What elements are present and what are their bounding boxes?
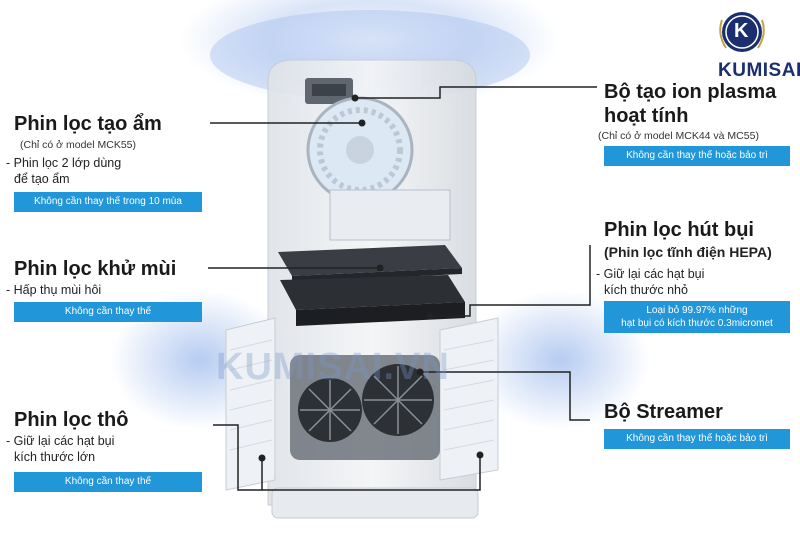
humidify-note: (Chỉ có ở model MCK55)	[20, 139, 137, 151]
prefilter-desc-2: kích thước lớn	[14, 450, 96, 464]
humidify-desc-1: - Phin lọc 2 lớp dùng	[6, 156, 122, 170]
ion-title-2: hoạt tính	[604, 105, 689, 127]
logo-letter: K	[734, 20, 749, 42]
ion-badge: Không cần thay thế hoặc bảo trì	[604, 146, 790, 166]
humidify-title: Phin lọc tạo ẩm	[14, 113, 162, 135]
streamer-title: Bộ Streamer	[604, 401, 723, 423]
ion-title-1: Bộ tạo ion plasma	[604, 81, 777, 103]
prefilter-badge: Không cần thay thế	[14, 472, 202, 492]
deodorize-badge: Không cần thay thế	[14, 302, 202, 322]
watermark: KUMISAI.VN	[216, 346, 450, 388]
deodorize-desc: - Hấp thụ mùi hôi	[6, 283, 102, 297]
prefilter-title: Phin lọc thô	[14, 409, 129, 431]
ion-note: (Chỉ có ở model MCK44 và MC55)	[598, 130, 759, 142]
hepa-desc-1: - Giữ lại các hạt bụi	[596, 267, 705, 281]
hepa-badge-line-1: Loại bỏ 99.97% những	[646, 305, 748, 316]
prefilter-right	[439, 317, 499, 481]
hepa-badge-line-2: hạt bụi có kích thước 0.3micromet	[621, 318, 773, 329]
leader-dots	[258, 94, 484, 462]
deodorize-title: Phin lọc khử mùi	[14, 258, 177, 280]
humidify-desc-2: để tạo ẩm	[14, 172, 70, 186]
brand-name: KUMISAI	[718, 60, 800, 81]
prefilter-left	[225, 317, 276, 491]
humidify-badge: Không cần thay thế trong 10 mùa	[14, 192, 202, 212]
hepa-sub: (Phin lọc tĩnh điện HEPA)	[604, 244, 772, 260]
hepa-filter	[280, 275, 465, 310]
leader-lines	[208, 86, 597, 491]
kumisai-logo-emblem	[719, 12, 765, 52]
water-tank	[329, 189, 451, 241]
hepa-badge: Loại bỏ 99.97% những hạt bụi có kích thư…	[604, 301, 790, 333]
hepa-title: Phin lọc hút bụi	[604, 219, 754, 241]
purifier-base	[271, 487, 479, 519]
prefilter-desc-1: - Giữ lại các hạt bụi	[6, 434, 115, 448]
streamer-badge: Không cần thay thế hoặc bảo trì	[604, 429, 790, 449]
hepa-desc-2: kích thước nhỏ	[604, 283, 688, 297]
